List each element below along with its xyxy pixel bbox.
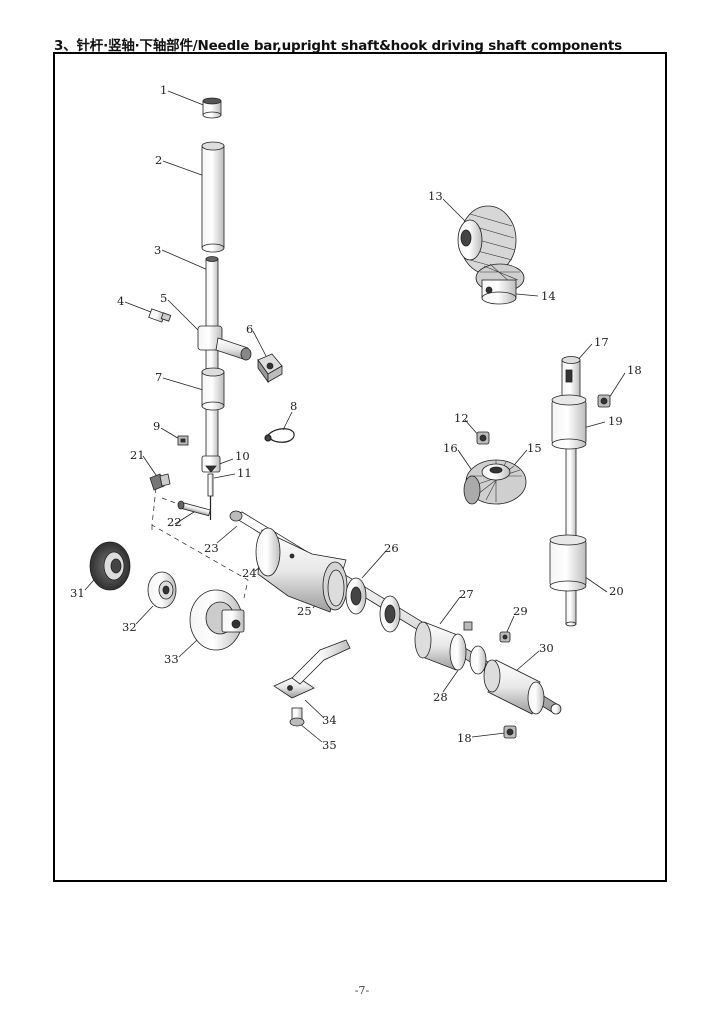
- part-number-label: 16: [443, 441, 458, 455]
- part-number-label: 4: [117, 294, 125, 308]
- part-number-label: 33: [164, 652, 179, 666]
- part-number-label: 3: [154, 243, 162, 257]
- part-number-label: 8: [290, 399, 298, 413]
- part-number-label: 10: [235, 449, 250, 463]
- part-number-label: 20: [609, 584, 624, 598]
- part-number-label: 28: [433, 690, 448, 704]
- part-number-label: 5: [160, 291, 168, 305]
- part-number-label: 19: [608, 414, 623, 428]
- part-number-label: 14: [541, 289, 556, 303]
- diagram-frame: [53, 52, 667, 882]
- part-number-label: 24: [242, 566, 257, 580]
- part-number-label: 9: [153, 419, 161, 433]
- part-number-label: 29: [513, 604, 528, 618]
- page-number: -7-: [354, 984, 370, 997]
- part-number-label: 7: [155, 370, 163, 384]
- part-number-label: 35: [322, 738, 337, 752]
- part-number-label: 1: [160, 83, 168, 97]
- part-number-label: 27: [459, 587, 474, 601]
- page-title: 3、针杆·竖轴·下轴部件/Needle bar,upright shaft&ho…: [54, 38, 622, 54]
- part-number-label: 13: [428, 189, 443, 203]
- part-number-label: 12: [454, 411, 469, 425]
- part-number-label: 22: [167, 515, 182, 529]
- part-number-label: 2: [155, 153, 163, 167]
- part-number-label: 17: [594, 335, 609, 349]
- part-number-label: 23: [204, 541, 219, 555]
- part-number-label: 18: [457, 731, 472, 745]
- part-number-label: 15: [527, 441, 542, 455]
- part-number-label: 21: [130, 448, 145, 462]
- part-number-label: 11: [237, 466, 252, 480]
- part-number-label: 26: [384, 541, 399, 555]
- part-number-label: 31: [70, 586, 85, 600]
- part-number-label: 30: [539, 641, 554, 655]
- part-number-label: 6: [246, 322, 254, 336]
- part-number-label: 34: [322, 713, 337, 727]
- part-number-label: 25: [297, 604, 312, 618]
- part-number-label: 18: [627, 363, 642, 377]
- part-number-label: 32: [122, 620, 137, 634]
